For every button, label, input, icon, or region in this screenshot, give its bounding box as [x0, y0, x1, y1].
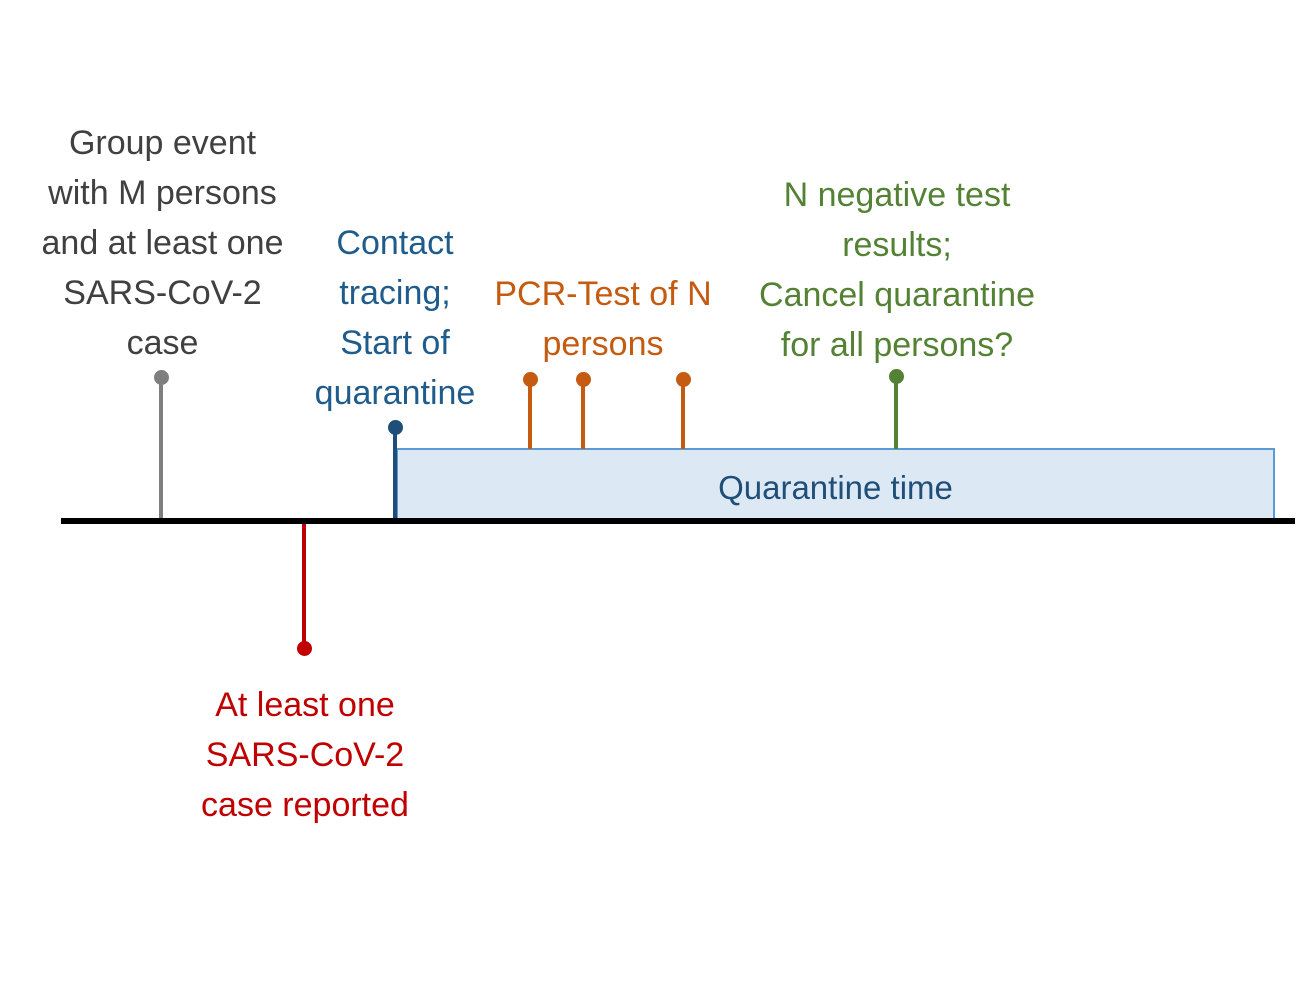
- marker-dot-pcr-test-2: [575, 372, 591, 387]
- marker-dot-contact-tracing: [387, 420, 403, 435]
- marker-stem-pcr-test-1: [528, 379, 532, 449]
- annotation-pcr-test: PCR-Test of N persons: [494, 275, 712, 363]
- marker-stem-negative-results: [894, 376, 898, 449]
- annotation-case-reported: At least one SARS-CoV-2 case reported: [201, 686, 409, 824]
- marker-dot-group-event: [153, 370, 169, 385]
- marker-stem-pcr-test-3: [681, 379, 685, 449]
- marker-dot-case-reported: [296, 641, 312, 656]
- annotation-contact-tracing: Contact tracing; Start of quarantine: [314, 224, 476, 412]
- marker-stem-case-reported: [302, 521, 306, 649]
- quarantine-band: [396, 448, 1275, 523]
- marker-stem-group-event: [159, 377, 163, 521]
- marker-dot-pcr-test-1: [522, 372, 538, 387]
- timeline-axis: [61, 518, 1295, 524]
- marker-stem-contact-tracing: [393, 427, 397, 521]
- marker-dot-negative-results: [888, 369, 904, 384]
- marker-stem-pcr-test-2: [581, 379, 585, 449]
- annotation-negative-results: N negative test results; Cancel quaranti…: [759, 176, 1035, 364]
- marker-dot-pcr-test-3: [675, 372, 691, 387]
- quarantine-band-label: Quarantine time: [718, 469, 953, 506]
- annotation-group-event: Group event with M persons and at least …: [41, 124, 284, 362]
